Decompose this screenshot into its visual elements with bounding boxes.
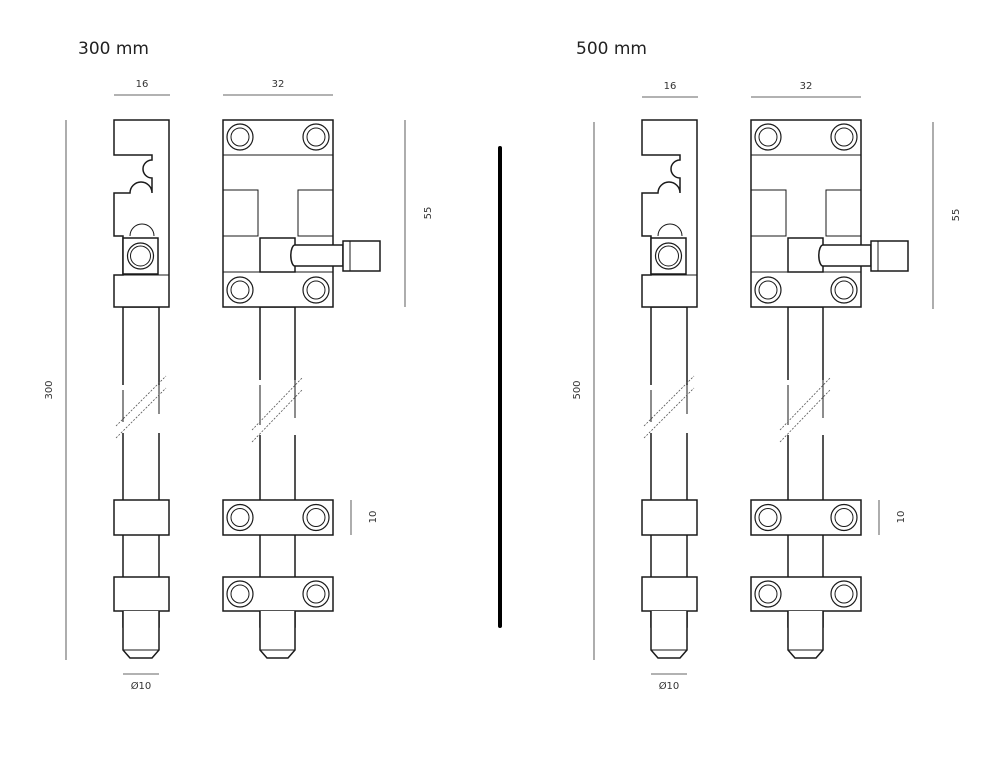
side-width-label: 16 (136, 79, 149, 90)
figure-title: 500 mm (576, 39, 647, 59)
side-break-mask (112, 385, 170, 433)
front-slot-left (222, 189, 259, 237)
figure-500mm: 500 mm 16 32 500 Ø10 (572, 39, 962, 692)
figure-300mm: 300 mm 16 32 300 (44, 39, 434, 692)
bolt-diameter-label: Ø10 (131, 680, 152, 692)
side-view (640, 119, 698, 659)
side-knob-inner (130, 245, 151, 267)
strap-height-label: 10 (896, 511, 907, 524)
side-rod (122, 306, 160, 628)
side-width-label: 16 (664, 81, 677, 92)
front-handle-base (259, 237, 296, 273)
total-length-label: 500 (572, 380, 583, 399)
front-width-label: 32 (272, 79, 285, 90)
front-rod-tip (259, 611, 296, 659)
front-handle-stem (290, 244, 344, 267)
side-strap-1 (113, 499, 170, 536)
head-length-label: 55 (951, 209, 962, 222)
head-length-label: 55 (423, 207, 434, 220)
side-strap-2 (113, 576, 170, 612)
side-view (112, 119, 170, 659)
total-length-label: 300 (44, 380, 55, 399)
front-slot-right (297, 189, 334, 237)
front-handle-knob (342, 240, 381, 272)
side-head-notch (129, 223, 155, 237)
front-rod (259, 306, 296, 628)
strap-height-label: 10 (368, 511, 379, 524)
front-plate (222, 119, 334, 308)
front-view (222, 119, 381, 659)
bolt-diameter-label: Ø10 (659, 680, 680, 692)
side-head (113, 119, 170, 308)
side-knob-circle (126, 242, 155, 270)
side-break-line (115, 375, 167, 427)
front-width-label: 32 (800, 81, 813, 92)
front-view (750, 119, 909, 659)
front-break-line (251, 377, 303, 431)
figure-title: 300 mm (78, 39, 149, 59)
side-rod-tip (122, 611, 160, 659)
